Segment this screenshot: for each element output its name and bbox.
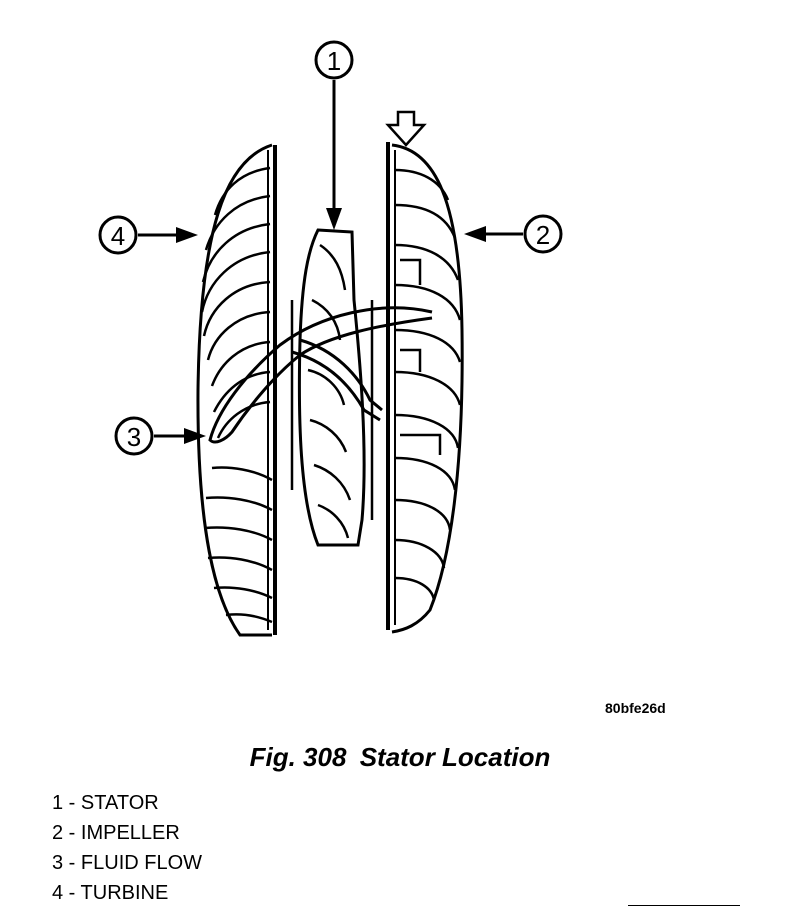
legend-item-label: TURBINE	[80, 882, 169, 904]
callout-1: 1	[314, 40, 354, 230]
drawing-code: 80bfe26d	[605, 700, 666, 716]
flow-input-arrow-icon	[385, 110, 427, 147]
turbine-assembly	[196, 143, 277, 637]
callout-1-arrowhead-icon	[326, 208, 342, 230]
fluid-flow-path	[208, 306, 433, 444]
turbine-housing	[196, 143, 273, 637]
impeller-vanes	[394, 168, 462, 601]
callout-3-arrowhead-icon	[184, 428, 206, 444]
footer-rule	[628, 905, 740, 906]
legend-item: 4 - TURBINE	[52, 878, 202, 908]
callout-4-arrowhead-icon	[176, 227, 198, 243]
legend-item: 3 - FLUID FLOW	[52, 848, 202, 878]
legend-item-number: 4	[52, 882, 64, 904]
legend-list: 1 - STATOR 2 - IMPELLER 3 - FLUID FLOW 4…	[52, 788, 202, 908]
callout-4-number: 4	[111, 221, 125, 251]
legend-item-number: 3	[52, 852, 64, 874]
callout-2: 2	[464, 214, 563, 254]
callout-4-circle	[98, 215, 138, 255]
fluid-flow-inner	[299, 338, 383, 412]
callout-3-number: 3	[127, 422, 141, 452]
callout-4: 4	[98, 215, 198, 255]
legend-item-number: 1	[52, 792, 64, 814]
figure-caption: Fig. 308 Stator Location	[0, 742, 800, 773]
legend-item-label: STATOR	[80, 792, 159, 814]
torque-converter-diagram: 1 2 3 4	[98, 40, 563, 637]
impeller-housing	[391, 143, 464, 634]
impeller-assembly	[386, 142, 464, 634]
stator-body	[297, 228, 366, 547]
callout-2-circle	[523, 214, 563, 254]
legend-item: 1 - STATOR	[52, 788, 202, 818]
callout-1-circle	[314, 40, 354, 80]
stator-assembly	[290, 228, 374, 547]
callout-1-number: 1	[327, 46, 341, 76]
legend-item-label: FLUID FLOW	[80, 852, 203, 874]
legend-item-label: IMPELLER	[80, 822, 180, 844]
callout-3: 3	[114, 416, 206, 456]
legend-item: 2 - IMPELLER	[52, 818, 202, 848]
callout-2-number: 2	[536, 220, 550, 250]
stator-blades	[307, 243, 352, 539]
legend-item-number: 2	[52, 822, 64, 844]
fluid-flow-inner2	[291, 350, 381, 422]
figure-label: Fig. 308	[249, 742, 347, 772]
turbine-blades	[200, 166, 273, 624]
callout-2-arrowhead-icon	[464, 226, 486, 242]
figure-title: Stator Location	[359, 742, 551, 772]
callout-3-circle	[114, 416, 154, 456]
